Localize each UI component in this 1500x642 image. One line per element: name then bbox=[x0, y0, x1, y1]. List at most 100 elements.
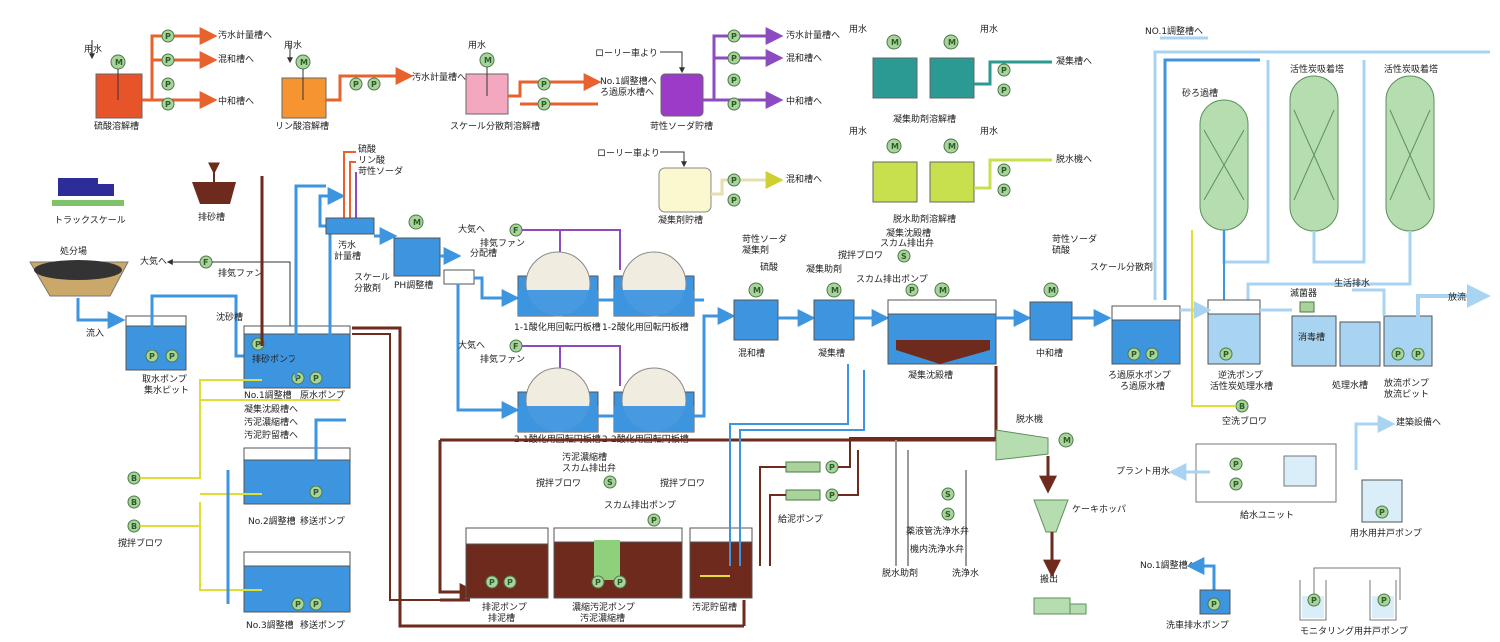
water-label: 用水 bbox=[284, 39, 302, 51]
pump-icon: P bbox=[727, 29, 741, 43]
svg-text:P: P bbox=[169, 352, 175, 361]
sterilizer-label: 滅菌器 bbox=[1290, 287, 1317, 299]
phos-dissolve-tank-unit: M 用水 リン酸溶解槽 P P 汚水計量槽へ bbox=[275, 39, 466, 132]
to-no1-adj-label: No.1調整槽へ bbox=[1140, 559, 1197, 571]
exhaust-fan-label: 排気ファン bbox=[218, 267, 263, 279]
grit-bin: 排砂槽 bbox=[192, 162, 236, 223]
svg-text:P: P bbox=[829, 491, 835, 500]
rbc-label: 1-1酸化用回転円板槽 bbox=[514, 321, 601, 333]
stir-blower-label: 撹拌ブロワ bbox=[660, 477, 705, 489]
transfer-pump-label: 移送ポンプ bbox=[300, 619, 345, 631]
dewaterer: 脱水機 M ケーキホッパ 搬出 bbox=[995, 413, 1126, 615]
water-label: 用水 bbox=[980, 125, 998, 137]
to-dewater-label: 脱水機へ bbox=[1056, 153, 1092, 165]
dewater-valves: S S 薬液管洗浄水弁 機内洗浄水弁 脱水助剤 洗浄水 bbox=[882, 440, 979, 579]
drain-tank: P P 排泥ポンプ排泥槽 bbox=[465, 527, 549, 624]
pump-icon: P bbox=[161, 53, 175, 67]
sand-filter-label: 砂ろ過槽 bbox=[1182, 87, 1218, 99]
no3-adj-label: No.3調整槽 bbox=[246, 619, 294, 631]
to-flow-meter-label: 汚水計量槽へ bbox=[786, 29, 840, 41]
plant-water-label: プラント用水 bbox=[1116, 465, 1170, 477]
svg-text:M: M bbox=[1063, 436, 1071, 445]
to-coag-sed-label: 凝集沈殿槽へ bbox=[244, 403, 298, 415]
scale-disp-label: スケール分散剤 bbox=[354, 272, 390, 294]
svg-text:P: P bbox=[149, 352, 155, 361]
pump-icon: P bbox=[997, 183, 1011, 197]
water-supply-unit: 建築設備へ P P プラント用水 給水ユニット P 用水用井戸ポンプ bbox=[1116, 415, 1441, 539]
svg-text:P: P bbox=[651, 516, 657, 525]
svg-text:P: P bbox=[1211, 600, 1217, 609]
car-wash-label: 洗車排水ポンプ bbox=[1166, 619, 1229, 631]
pump-icon: P bbox=[537, 77, 551, 91]
monitoring-wells: P P モニタリング用井戸ポンプ bbox=[1299, 567, 1408, 637]
svg-text:P: P bbox=[617, 578, 623, 587]
svg-text:S: S bbox=[945, 490, 951, 499]
svg-text:P: P bbox=[1001, 166, 1007, 175]
intake-pump-label: 取水ポンプ集水ピット bbox=[142, 373, 189, 396]
svg-text:P: P bbox=[313, 374, 319, 383]
thick-valve-label: 汚泥濃縮槽スカム排出弁 bbox=[562, 451, 616, 474]
ac-tower-label: 活性炭吸着塔 bbox=[1384, 63, 1438, 75]
svg-text:P: P bbox=[731, 32, 737, 41]
to-neutral-label: 中和槽へ bbox=[786, 95, 822, 107]
grit-chamber-label: 沈砂槽 bbox=[216, 311, 243, 323]
svg-text:P: P bbox=[1001, 86, 1007, 95]
scale-tank-label: スケール分散剤溶解槽 bbox=[450, 120, 540, 132]
disposal-site: 処分場 流入 bbox=[29, 245, 129, 339]
svg-text:M: M bbox=[948, 142, 956, 151]
naoh-tank-label: 苛性ソーダ貯槽 bbox=[650, 120, 713, 132]
pump-icon: P bbox=[727, 193, 741, 207]
filter-raw-tank: スケール分散剤 P P ろ過原水ポンプろ過原水槽 bbox=[1090, 261, 1181, 392]
pump-icon: P bbox=[537, 97, 551, 111]
scum-pump-label: スカム排出ポンプ bbox=[604, 499, 676, 511]
to-sludge-store-label: 汚泥貯留槽へ bbox=[244, 429, 298, 441]
dewater-aid-tank-unit: M M 用水 用水 脱水助剤溶解槽 P P 脱水機へ bbox=[849, 125, 1092, 225]
to-flow-meter-label: 汚水計量槽へ bbox=[218, 29, 272, 41]
naoh-tank-unit: ローリー車より 苛性ソーダ貯槽 P P P P 汚水計量槽へ 混和槽へ 中和槽へ bbox=[595, 27, 840, 132]
chem-feed-labels: 硫酸リン酸苛性ソーダ bbox=[358, 143, 403, 177]
coag-aid-label: 凝集助剤 bbox=[806, 263, 842, 275]
no2-adjustment-tank: P No.2調整槽 移送ポンプ bbox=[243, 447, 351, 527]
svg-text:F: F bbox=[513, 226, 518, 235]
to-flow-meter-label: 汚水計量槽へ bbox=[412, 71, 466, 83]
ph-adj-label: PH調整槽 bbox=[394, 279, 433, 291]
to-building-label: 建築設備へ bbox=[1396, 416, 1441, 428]
svg-text:P: P bbox=[1415, 350, 1421, 359]
cake-hopper-label: ケーキホッパ bbox=[1072, 504, 1126, 515]
svg-text:P: P bbox=[353, 80, 359, 89]
mix-coag-tanks: 苛性ソーダ凝集剤 硫酸 M 混和槽 凝集助剤 M 凝集槽 撹拌ブロワ S 凝集沈… bbox=[733, 227, 1032, 381]
svg-text:P: P bbox=[731, 176, 737, 185]
inflow-label: 流入 bbox=[86, 327, 104, 339]
svg-text:P: P bbox=[541, 80, 547, 89]
to-atm-label: 大気へ bbox=[140, 255, 167, 267]
no2-adj-label: No.2調整槽 bbox=[248, 515, 296, 527]
svg-text:P: P bbox=[731, 54, 737, 63]
svg-text:P: P bbox=[909, 286, 915, 295]
lorry-label: ローリー車より bbox=[597, 147, 660, 159]
dewater-aid-tank-label: 脱水助剤溶解槽 bbox=[893, 213, 956, 225]
adsorption-towers: NO.1調整槽へ 砂ろ過槽 活性炭吸着塔 活性炭吸着塔 bbox=[1145, 25, 1490, 300]
svg-text:B: B bbox=[131, 522, 137, 531]
thick-pump-label: 濃縮汚泥ポンプ汚泥濃縮槽 bbox=[572, 601, 635, 624]
truck-scale: トラックスケール bbox=[52, 178, 126, 226]
water-label: 用水 bbox=[849, 23, 867, 35]
dewater-aid-label: 脱水助剤 bbox=[882, 567, 918, 579]
svg-text:M: M bbox=[891, 38, 899, 47]
svg-text:P: P bbox=[1001, 186, 1007, 195]
stir-blowers: B B B 撹拌ブロワ bbox=[118, 379, 340, 591]
distribution-tank: 分配槽 大気へ F 排気ファン bbox=[443, 223, 621, 419]
neutral-tank-label: 中和槽 bbox=[1036, 347, 1063, 359]
svg-text:P: P bbox=[313, 600, 319, 609]
rbc-tanks: 1-1酸化用回転円板槽 1-2酸化用回転円板槽 大気へ F 排気ファン 2-1酸… bbox=[458, 251, 736, 445]
raw-pump-label: 原水ポンプ bbox=[300, 389, 345, 401]
chem-valve-label: 薬液管洗浄水弁 bbox=[906, 525, 969, 537]
svg-text:M: M bbox=[484, 56, 492, 65]
to-adj-filter-label: No.1調整槽へろ過原水槽へ bbox=[600, 75, 657, 98]
svg-text:P: P bbox=[1311, 596, 1317, 605]
svg-text:P: P bbox=[165, 80, 171, 89]
to-mix-label: 混和槽へ bbox=[218, 53, 254, 65]
grit-tank-label: 排砂槽 bbox=[198, 211, 225, 223]
to-atm-label: 大気へ bbox=[458, 223, 485, 235]
pump-icon: P bbox=[727, 73, 741, 87]
